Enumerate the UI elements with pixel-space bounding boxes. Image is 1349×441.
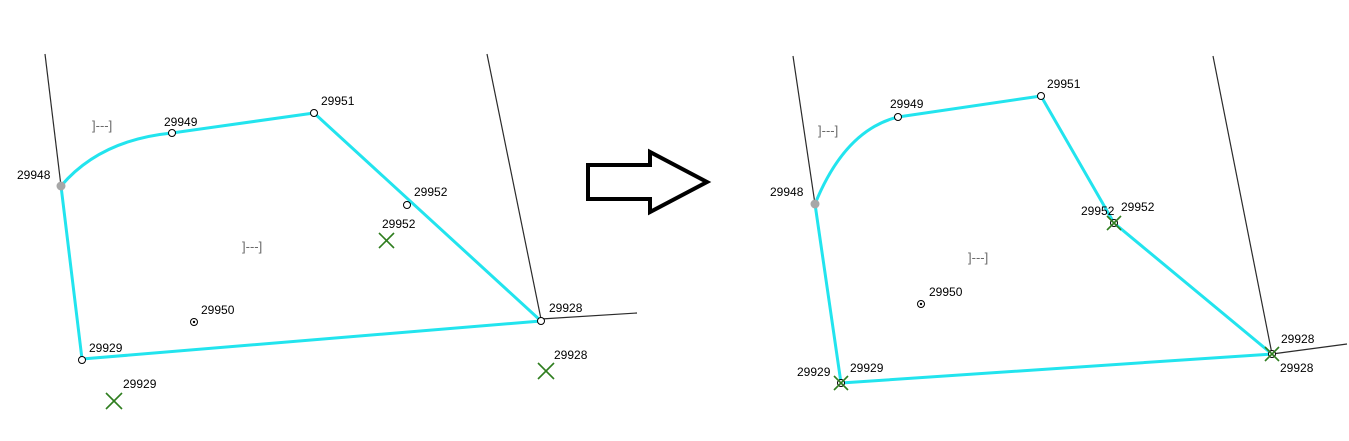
vertex-29929[interactable] — [78, 356, 86, 364]
point-label-29929-target: 29929 — [797, 365, 831, 379]
area-label-center: ]---] — [968, 250, 988, 265]
vertex-29952[interactable] — [403, 201, 411, 209]
point-label-29951: 29951 — [321, 94, 355, 108]
vertex-29948[interactable] — [56, 181, 66, 191]
boundary-line-bottom-right — [540, 312, 638, 320]
after-panel: 29948 29949 29951 29952 29952 29950 2992… — [770, 55, 1348, 391]
right-arrow-icon — [586, 148, 712, 216]
vertex-29949[interactable] — [894, 113, 902, 121]
boundary-line-right — [1212, 55, 1273, 355]
boundary-line-bottom-right — [1271, 343, 1348, 355]
vertex-29951[interactable] — [310, 109, 318, 117]
dot-circle-icon — [917, 300, 925, 308]
x-mark-icon[interactable] — [1106, 215, 1122, 231]
x-mark-icon[interactable] — [1264, 346, 1280, 362]
point-label-29948: 29948 — [770, 185, 804, 199]
point-label-29950: 29950 — [929, 285, 963, 299]
parcel-outline[interactable] — [59, 111, 543, 361]
before-panel: 29948 29949 29951 29952 29952 29950 2992… — [17, 53, 638, 410]
point-label-29929: 29929 — [89, 341, 123, 355]
point-label-29929-target: 29929 — [123, 377, 157, 391]
x-mark-icon[interactable] — [537, 362, 555, 380]
vertex-29948[interactable] — [810, 199, 820, 209]
point-label-29952-target: 29952 — [382, 217, 416, 231]
point-label-29929: 29929 — [850, 361, 884, 375]
point-label-29928: 29928 — [1281, 332, 1315, 346]
vertex-29951[interactable] — [1037, 92, 1045, 100]
point-label-29928-target: 29928 — [554, 348, 588, 362]
point-label-29952: 29952 — [1121, 200, 1155, 214]
boundary-line-left — [792, 55, 816, 205]
area-label-top: ]---] — [818, 123, 838, 138]
boundary-line-left — [44, 53, 62, 187]
point-label-29949: 29949 — [890, 97, 924, 111]
dot-circle-icon — [190, 318, 198, 326]
point-label-29948: 29948 — [17, 168, 51, 182]
vertex-29928[interactable] — [537, 317, 545, 325]
vertex-29949[interactable] — [168, 129, 176, 137]
x-mark-icon[interactable] — [105, 392, 123, 410]
point-label-29928: 29928 — [549, 301, 583, 315]
point-label-29950: 29950 — [201, 303, 235, 317]
point-label-29951: 29951 — [1047, 77, 1081, 91]
x-mark-icon[interactable] — [378, 232, 395, 249]
parcel-outline[interactable] — [813, 94, 1274, 385]
x-mark-icon[interactable] — [833, 375, 849, 391]
point-label-29949: 29949 — [164, 115, 198, 129]
point-label-29952: 29952 — [414, 185, 448, 199]
area-label-center: ]---] — [242, 239, 262, 254]
point-label-29928-target: 29928 — [1280, 361, 1314, 375]
point-label-29952-target: 29952 — [1081, 204, 1115, 218]
area-label-top: ]---] — [92, 118, 112, 133]
boundary-line-right — [486, 53, 542, 320]
